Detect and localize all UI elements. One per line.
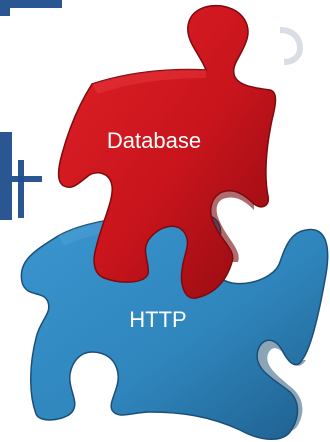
background-text-fragments <box>0 0 304 220</box>
database-label: Database <box>107 128 201 153</box>
http-label: HTTP <box>129 307 186 332</box>
database-puzzle-piece <box>57 4 277 299</box>
